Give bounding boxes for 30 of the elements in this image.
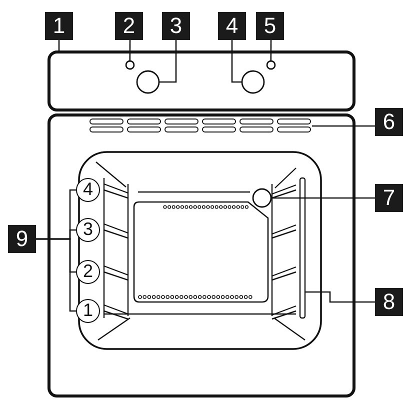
control-knob (241, 70, 265, 94)
callout-number: 7 (375, 184, 403, 212)
shelf-level-number: 2 (76, 260, 100, 284)
callout-number: 5 (256, 12, 284, 40)
callout-number: 4 (218, 12, 246, 40)
oven-lamp (252, 188, 272, 208)
callout-number: 1 (45, 12, 73, 40)
leader-line (159, 40, 177, 83)
shelf-level-number: 3 (76, 218, 100, 242)
indicator-lamp (266, 60, 276, 70)
leader-line (270, 40, 272, 61)
shelf-level-number: 1 (76, 299, 100, 323)
callout-number: 8 (375, 288, 403, 316)
leader-line (271, 197, 375, 199)
shelf-level-number: 4 (76, 178, 100, 202)
leader-line (312, 125, 375, 127)
indicator-lamp (125, 60, 135, 70)
air-vent (90, 118, 311, 132)
leader-line (129, 40, 131, 61)
leader-line (36, 238, 76, 312)
leader-line (305, 291, 375, 303)
callout-number: 3 (162, 12, 190, 40)
callout-number: 6 (375, 108, 403, 136)
leader-line (58, 40, 60, 52)
shelf-support (299, 177, 306, 319)
control-panel (48, 50, 356, 112)
leader-line (231, 40, 242, 83)
callout-number: 9 (8, 225, 36, 253)
control-knob (136, 70, 160, 94)
callout-number: 2 (115, 12, 143, 40)
